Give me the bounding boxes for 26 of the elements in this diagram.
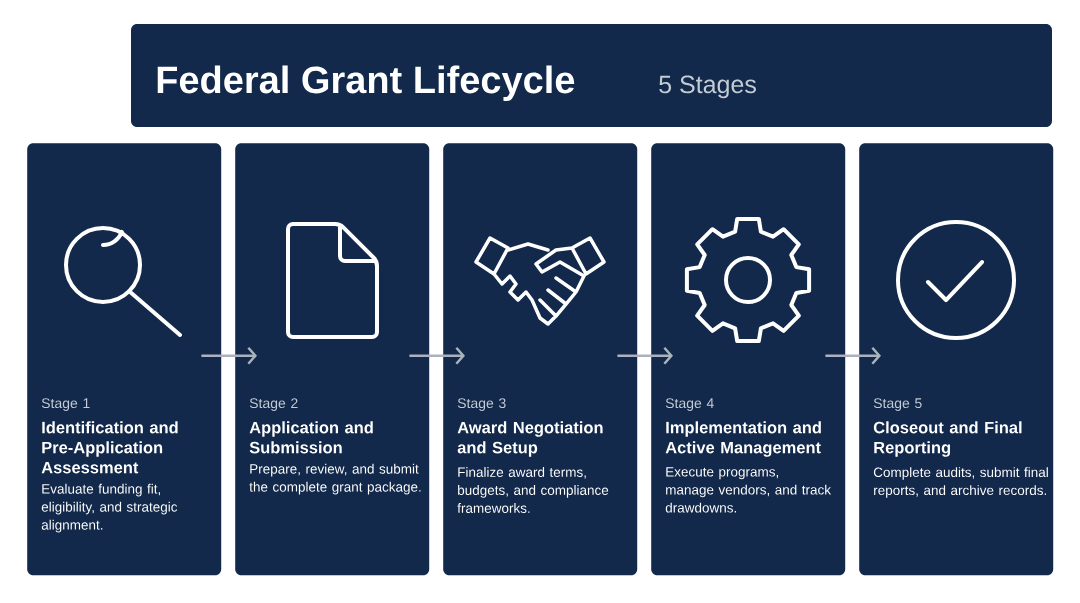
title: Federal Grant Lifecycle: [157, 65, 575, 101]
stage-description: Complete audits, submit final reports, and archive records.: [873, 467, 1048, 498]
arrow: [825, 346, 881, 365]
stage-description: Execute programs, manage vendors, and track drawdowns.: [665, 467, 832, 513]
stage-heading: Implementation and Active Management: [665, 421, 821, 457]
stage-card: [651, 143, 846, 576]
subtitle: 5 Stages: [659, 75, 756, 99]
stage-card: [27, 143, 222, 576]
stage-description: Evaluate funding fit, eligibility, and strategic alignment.: [41, 483, 178, 533]
stage-card: [443, 143, 638, 576]
stage-card: [859, 143, 1054, 576]
stage-label: Stage 4: [665, 398, 714, 411]
arrow: [201, 346, 257, 365]
stage-card: [235, 143, 430, 576]
stage-label: Stage 2: [249, 398, 298, 411]
stage-heading: Closeout and Final Reporting: [873, 421, 1022, 457]
stage-label: Stage 1: [41, 398, 90, 411]
stage-label: Stage 3: [457, 398, 506, 411]
stage-heading: Identification and Pre-Application Assessment: [41, 421, 178, 474]
stage-heading: Application and Submission: [249, 421, 373, 454]
stage-heading: Award Negotiation and Setup: [457, 421, 603, 457]
stage-label: Stage 5: [873, 398, 922, 411]
stage-description: Finalize award terms, budgets, and compliance frameworks.: [457, 467, 609, 513]
arrow: [409, 346, 465, 365]
stage-description: Prepare, review, and submit the complete grant package.: [249, 463, 421, 495]
arrow: [617, 346, 673, 365]
